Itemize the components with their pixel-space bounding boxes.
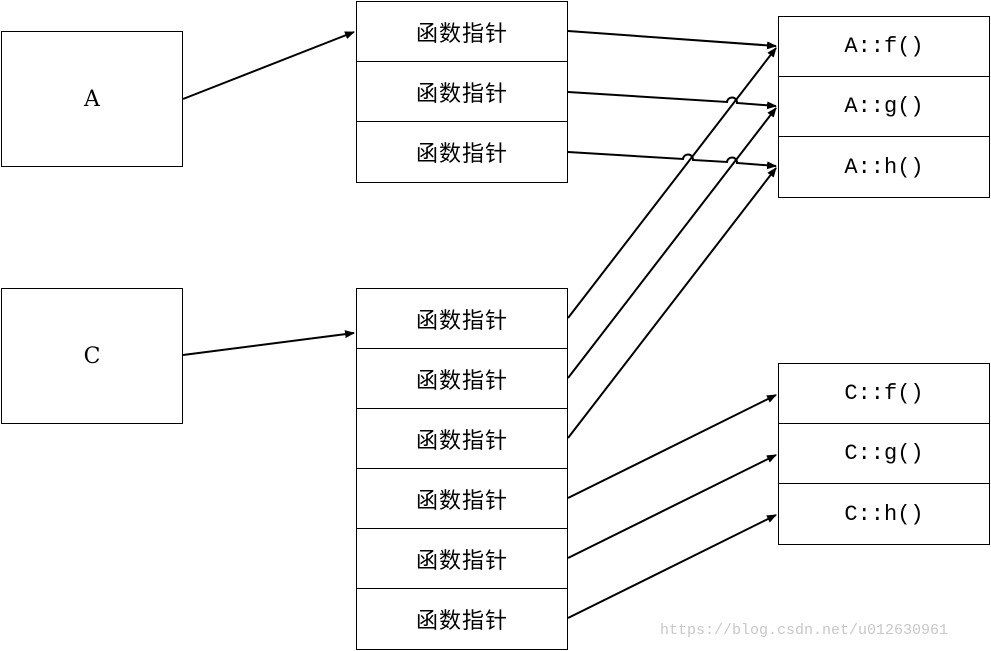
arrow-vta2-to-ah — [567, 151, 777, 170]
function-pointer-label: 函数指针 — [415, 21, 508, 47]
function-a-f: A::f() — [779, 17, 989, 77]
vtable-a-entry: 函数指针 — [357, 2, 567, 62]
function-pointer-label: 函数指针 — [415, 368, 508, 394]
function-label: C::g() — [844, 441, 924, 466]
function-pointer-label: 函数指针 — [415, 142, 508, 167]
function-label: A::f() — [844, 34, 924, 59]
vtable-c-entry: 函数指针 — [357, 589, 567, 649]
vtable-c-entry: 函数指针 — [357, 529, 567, 589]
arrow-a-to-vtable — [182, 31, 355, 100]
function-c-h: C::h() — [779, 484, 989, 544]
vtable-a-entry: 函数指针 — [357, 122, 567, 182]
watermark-text: https://blog.csdn.net/u012630961 — [660, 622, 949, 639]
arrow-vtc3-to-cf — [567, 394, 777, 499]
function-label: C::f() — [844, 381, 924, 406]
vtable-c: 函数指针 函数指针 函数指针 函数指针 函数指针 函数指针 — [356, 288, 568, 650]
function-c-g: C::g() — [779, 424, 989, 484]
function-pointer-label: 函数指针 — [415, 308, 508, 334]
arrow-vtc2-to-ah — [567, 167, 777, 439]
object-c-box: C — [1, 288, 183, 424]
function-pointer-label: 函数指针 — [415, 548, 508, 574]
arrow-vtc1-to-ag — [567, 107, 777, 379]
functions-c: C::f() C::g() C::h() — [778, 363, 990, 545]
function-c-f: C::f() — [779, 364, 989, 424]
function-pointer-label: 函数指针 — [415, 488, 508, 514]
functions-a: A::f() A::g() A::h() — [778, 16, 990, 198]
vtable-a: 函数指针 函数指针 函数指针 — [356, 1, 568, 183]
arrow-vta0-to-af — [567, 30, 777, 50]
arrow-vta1-to-ag — [567, 91, 777, 110]
function-a-h: A::h() — [779, 137, 989, 197]
object-a-box: A — [1, 31, 183, 167]
function-pointer-label: 函数指针 — [415, 609, 508, 634]
arrow-vtc4-to-cg — [567, 454, 777, 559]
arrow-c-to-vtable — [182, 330, 355, 356]
vtable-c-entry: 函数指针 — [357, 409, 567, 469]
vtable-a-entry: 函数指针 — [357, 62, 567, 122]
vtable-c-entry: 函数指针 — [357, 469, 567, 529]
function-pointer-label: 函数指针 — [415, 81, 508, 107]
vtable-c-entry: 函数指针 — [357, 349, 567, 409]
object-c-label: C — [83, 343, 101, 369]
function-pointer-label: 函数指针 — [415, 428, 508, 454]
function-a-g: A::g() — [779, 77, 989, 137]
function-label: A::h() — [844, 154, 924, 180]
vtable-c-entry: 函数指针 — [357, 289, 567, 349]
arrow-vtc0-to-af — [567, 47, 777, 319]
arrow-vtc5-to-ch — [567, 514, 777, 619]
function-label: A::g() — [844, 94, 924, 119]
object-a-label: A — [84, 86, 100, 112]
function-label: C::h() — [844, 501, 924, 527]
